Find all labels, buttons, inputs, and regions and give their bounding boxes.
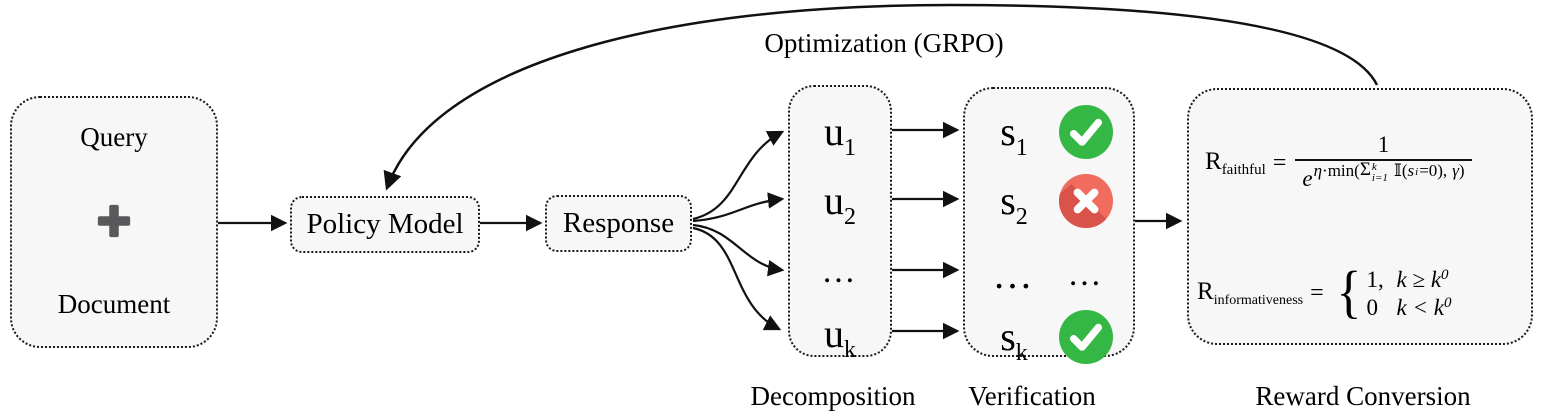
check-icon	[1059, 105, 1113, 159]
unit-u2: u2	[824, 178, 856, 230]
cases-brace: {	[1336, 258, 1362, 324]
verification-row-s1: s1	[965, 105, 1133, 160]
optimization-loop-arc	[383, 3, 1379, 191]
cross-icon	[1059, 174, 1113, 228]
response-label: Response	[562, 207, 675, 239]
decomposition-stage-label: Decomposition	[750, 381, 916, 411]
reward-conversion-stage-label: Reward Conversion	[1255, 381, 1471, 411]
verification-box: s1 s2 … … sk	[963, 87, 1135, 365]
check-icon	[1059, 310, 1113, 364]
verification-stage-label: Verification	[968, 381, 1096, 411]
decomposition-box: u1 u2 … uk	[788, 85, 892, 363]
unit-ellipsis: …	[821, 253, 859, 290]
optimization-grpo-label: Optimization (GRPO)	[764, 28, 1004, 58]
verification-row-s2: s2	[965, 174, 1133, 229]
document-label: Document	[57, 289, 171, 319]
plus-icon	[97, 204, 131, 238]
response-box: Response	[545, 195, 692, 252]
fanout-response-uk	[692, 226, 782, 331]
unit-u1: u1	[824, 109, 856, 161]
fanout-response-u2	[692, 192, 785, 223]
fanout-response-u3	[692, 223, 785, 277]
policy-model-label: Policy Model	[306, 208, 464, 240]
query-document-box: Query Document	[10, 96, 218, 348]
query-label: Query	[80, 122, 148, 152]
verification-row-ellipsis: … …	[965, 248, 1133, 302]
policy-model-box: Policy Model	[290, 196, 480, 253]
fanout-response-u1	[692, 130, 785, 221]
ellipsis-status: …	[1067, 256, 1105, 293]
verification-row-sk: sk	[965, 310, 1133, 365]
unit-uk: uk	[824, 311, 856, 363]
